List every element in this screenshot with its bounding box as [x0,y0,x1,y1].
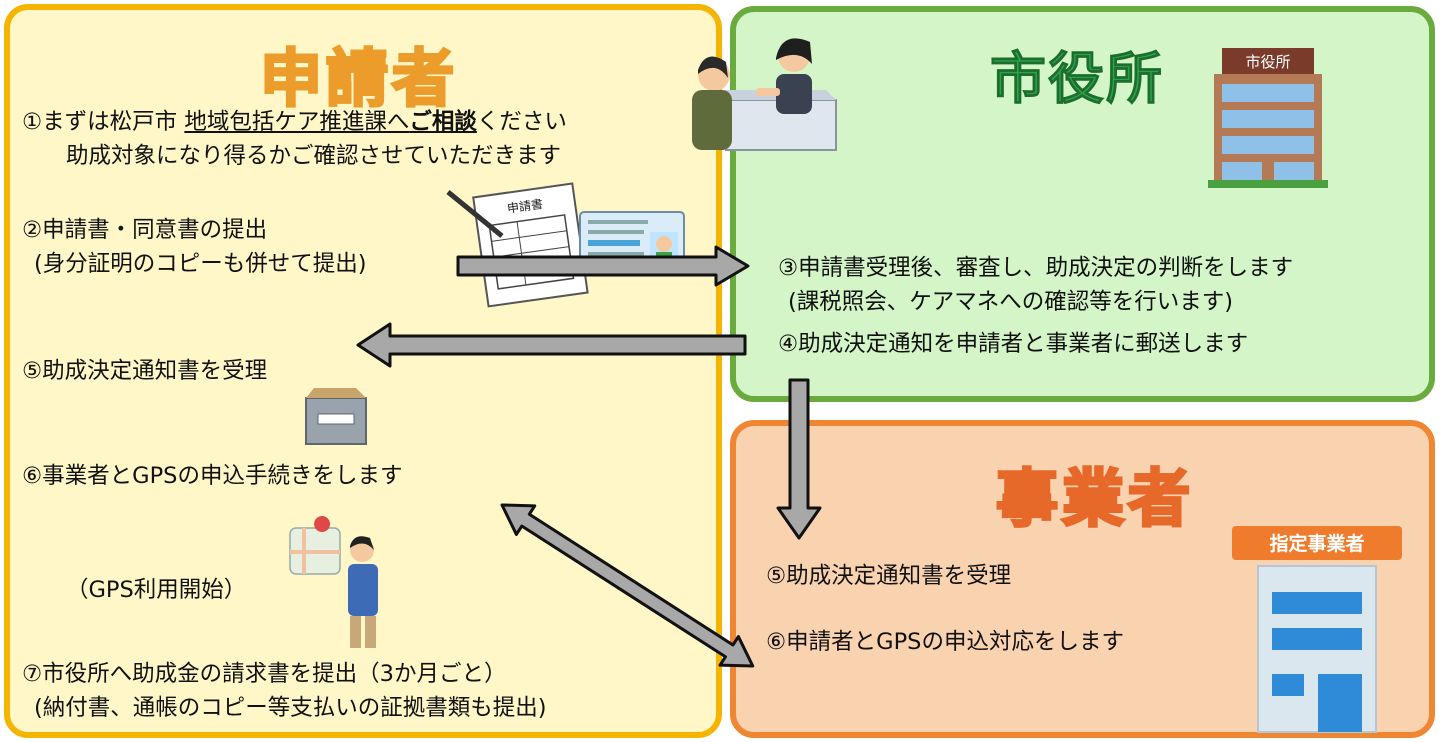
city-step3-line2: (課税照会、ケアマネへの確認等を行います) [788,289,1234,315]
arrow-city-to-business [776,378,822,540]
form-label: 申請書 [506,197,544,216]
business-title: 事業者 [994,461,1195,537]
designated-business-sign: 指定事業者 [1269,532,1364,555]
applicant-step2-line1: ②申請書・同意書の提出 [22,217,268,243]
city-hall-sign-text: 市役所 [1245,53,1290,71]
applicant-step6: ⑥事業者とGPSの申込手続きをします [22,463,403,489]
step1-suffix: ください [476,109,567,135]
city-step4: ④助成決定通知を申請者と事業者に郵送します [778,331,1249,357]
arrow-applicant-to-city [456,245,750,287]
step1-dept-underlined: 地域包括ケア推進課へご相談 [184,109,477,135]
business-step5: ⑤助成決定通知書を受理 [766,563,1012,589]
applicant-step5: ⑤助成決定通知書を受理 [22,358,268,384]
business-step6: ⑥申請者とGPSの申込対応をします [766,629,1124,655]
gps-user-illustration [289,516,378,648]
city-hall-panel [730,6,1435,402]
applicant-step2-line2: (身分証明のコピーも併せて提出) [34,251,367,277]
city-hall-title: 市役所 [990,47,1164,113]
applicant-step1: ①まずは松戸市 地域包括ケア推進課へご相談ください [22,108,567,136]
mailbox-icon [305,388,367,445]
applicant-title: 申請者 [258,41,459,117]
business-building-icon: 指定事業者 [1232,526,1402,733]
step1-prefix: ①まずは松戸市 [22,109,185,135]
consultation-illustration [692,38,837,151]
applicant-step7-line1: ⑦市役所へ助成金の請求書を提出（3か月ごと） [22,661,507,687]
applicant-step7-line2: (納付書、通帳のコピー等支払いの証拠書類も提出) [34,695,547,721]
applicant-gps-start: （GPS利用開始） [66,577,247,603]
arrow-city-to-applicant [356,322,747,368]
step1-consult-bold: ご相談 [409,109,477,135]
step1-dept: 地域包括ケア推進課へ [184,109,410,135]
city-hall-building-icon: 市役所 [1208,48,1328,188]
applicant-step1-line2: 助成対象になり得るかご確認させていただきます [66,143,562,169]
city-step3-line1: ③申請書受理後、審査し、助成決定の判断をします [778,255,1294,281]
arrow-applicant-business-bidirectional [500,503,755,668]
